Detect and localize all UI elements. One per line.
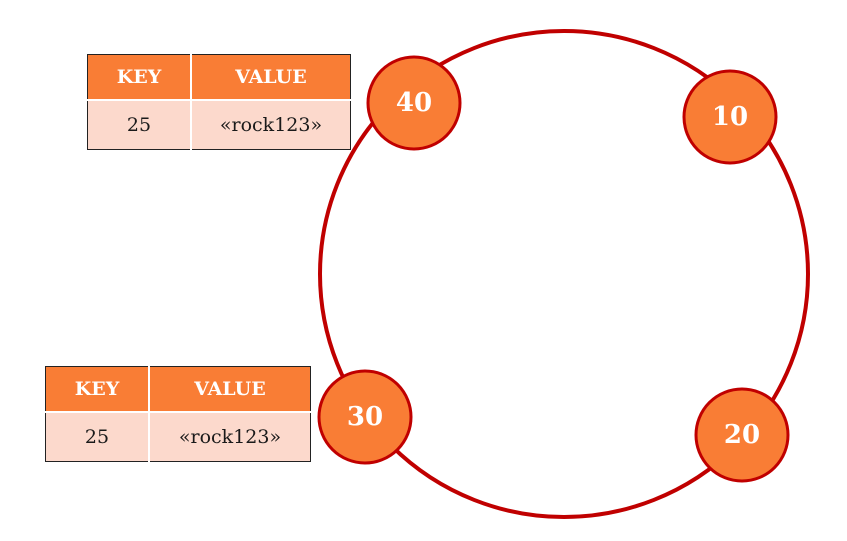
key-value-table-top: KEY VALUE 25 «rock123»: [87, 54, 351, 150]
table-header-value: VALUE: [190, 54, 351, 100]
table-cell-value: «rock123»: [148, 411, 311, 462]
ring-node-20-label: 20: [724, 420, 760, 450]
ring-node-40-circle: [366, 55, 462, 151]
key-value-table-bottom: KEY VALUE 25 «rock123»: [45, 366, 311, 462]
ring-node-30-label: 30: [347, 402, 383, 432]
table-header-value: VALUE: [148, 366, 311, 412]
ring-node-20: 20: [694, 387, 790, 483]
ring-node-40: 40: [366, 55, 462, 151]
table-header-row: KEY VALUE: [45, 366, 311, 412]
ring-node-30: 30: [317, 369, 413, 465]
table-header-key: KEY: [87, 54, 191, 100]
table-header-key: KEY: [45, 366, 149, 412]
hash-ring: [318, 29, 810, 519]
table-cell-key: 25: [45, 411, 149, 462]
ring-node-10-label: 10: [712, 102, 748, 132]
table-row: 25 «rock123»: [87, 99, 351, 150]
ring-node-30-circle: [317, 369, 413, 465]
table-header-row: KEY VALUE: [87, 54, 351, 100]
ring-node-40-label: 40: [396, 88, 432, 118]
table-cell-key: 25: [87, 99, 191, 150]
table-cell-value: «rock123»: [190, 99, 351, 150]
table-row: 25 «rock123»: [45, 411, 311, 462]
ring-node-10-circle: [682, 69, 778, 165]
ring-node-20-circle: [694, 387, 790, 483]
ring-node-10: 10: [682, 69, 778, 165]
